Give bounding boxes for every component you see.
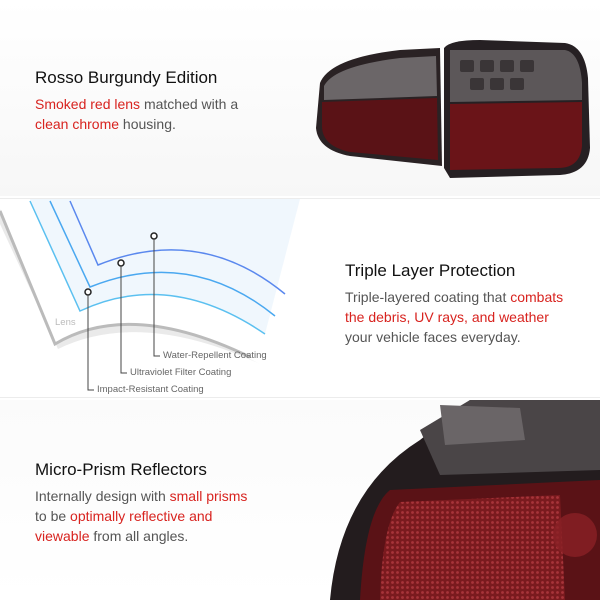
section-description: Internally design with small prisms to b… [35,486,260,546]
section-title: Rosso Burgundy Edition [35,68,218,87]
section-description: Triple-layered coating that combats the … [345,287,575,347]
lens-label: Lens [55,317,76,328]
body-text: Internally design with [35,488,170,504]
section-micro-prism: Micro-Prism Reflectors Internally design… [0,400,600,600]
body-text: from all angles. [89,528,189,544]
tail-light-image [316,40,590,178]
body-text: matched with a [140,96,239,112]
section-title: Micro-Prism Reflectors [35,460,207,479]
reflector-closeup-image [330,400,600,600]
section-description: Smoked red lens matched with a clean chr… [35,94,250,134]
layer-label: Water-Repellent Coating [163,350,267,361]
layer-label: Impact-Resistant Coating [97,384,204,395]
coating-layers-diagram [0,199,300,391]
body-text: your vehicle faces everyday. [345,329,521,345]
section-rosso-burgundy: Rosso Burgundy Edition Smoked red lens m… [0,0,600,196]
highlight-text: combats the debris, UV rays, and weather [345,289,564,325]
section-triple-layer: Lens Water-Repellent Coating Ultraviolet… [0,198,600,398]
highlight-text: clean chrome [35,116,120,132]
highlight-text: optimally reflective and viewable [35,508,213,544]
section-title: Triple Layer Protection [345,261,516,280]
body-text: Triple-layered coating that [345,289,511,305]
body-text: to be [35,508,71,524]
body-text: housing. [119,116,176,132]
layer-label: Ultraviolet Filter Coating [130,367,232,378]
highlight-text: Smoked red lens [35,96,141,112]
highlight-text: small prisms [169,488,248,504]
